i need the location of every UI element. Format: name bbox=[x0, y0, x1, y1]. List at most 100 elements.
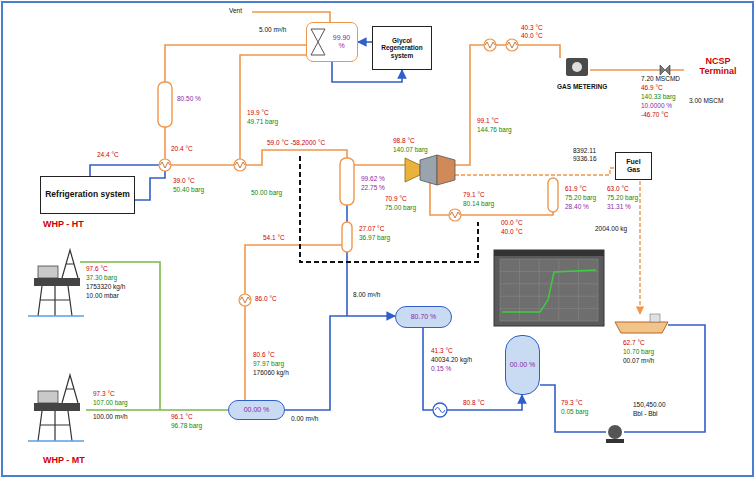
grid-line bbox=[500, 321, 598, 322]
grid-line bbox=[500, 259, 501, 321]
flow-value: 00.07 m³/h bbox=[622, 358, 655, 365]
pressure-value: 75.20 barg bbox=[606, 195, 639, 202]
terminal-name: NCSP Terminal bbox=[686, 56, 750, 77]
heater-symbol bbox=[435, 408, 445, 413]
pressure-value: 50.40 barg bbox=[172, 187, 205, 194]
temperature-value: 80.6 °C bbox=[252, 352, 276, 359]
temperature-value: 27.07 °C bbox=[358, 226, 385, 233]
pressure-value: 75.00 barg bbox=[384, 205, 417, 212]
temperature-value: 86.0 °C bbox=[254, 296, 278, 303]
stabiliser-column: 00.00 % bbox=[505, 335, 540, 395]
temperature-value: 79.1 °C bbox=[462, 192, 486, 199]
pressure-value: 140.07 barg bbox=[392, 147, 429, 154]
percentage-value: 10.0000 % bbox=[640, 103, 673, 110]
heater bbox=[433, 403, 447, 417]
node-text: Refrigeration system bbox=[45, 190, 130, 199]
temperature-value: 70.9 °C bbox=[384, 196, 408, 203]
flow-value: 7.20 MSCMD bbox=[640, 76, 681, 83]
compressor-driver bbox=[405, 158, 420, 182]
refrigeration-box: Refrigeration system bbox=[40, 176, 135, 214]
gas-meter-dial bbox=[572, 62, 582, 72]
node-text: 00.00 % bbox=[244, 406, 270, 414]
flow-value: 150,450.00 bbox=[632, 402, 667, 409]
heat-exchanger bbox=[449, 209, 461, 221]
temperature-value: 54.1 °C bbox=[262, 235, 286, 242]
pressure-value: 144.76 barg bbox=[476, 127, 513, 134]
platform-module bbox=[38, 391, 58, 403]
exchanger-symbol bbox=[160, 42, 517, 303]
grid-line bbox=[558, 259, 559, 321]
flow-value: 176060 kg/h bbox=[252, 370, 290, 377]
temperature-value: 59.0 °C -58.2000 °C bbox=[266, 140, 326, 147]
fuel-gas-line bbox=[639, 181, 640, 314]
pressure-value: 0.05 barg bbox=[560, 409, 589, 416]
pipe-connector bbox=[285, 316, 395, 410]
temperature-value: 98.8 °C bbox=[392, 138, 416, 145]
compressor-stage bbox=[437, 155, 455, 185]
scrubber-vessel bbox=[158, 82, 172, 127]
temperature-value: 97.3 °C bbox=[92, 391, 116, 398]
flow-value: Bbl - Bbl bbox=[632, 411, 659, 418]
trend-grid bbox=[500, 259, 598, 321]
pressure-value: 96.78 barg bbox=[170, 423, 203, 430]
regeneration-box: Glycol Regeneration system bbox=[372, 26, 432, 70]
heat-exchanger bbox=[506, 39, 518, 51]
pressure-value: 37.30 barg bbox=[85, 275, 118, 282]
contactor-packing bbox=[309, 27, 327, 57]
horizontal-vessel: 80.70 % bbox=[395, 306, 452, 328]
trend-panel bbox=[494, 250, 604, 326]
tanker-bridge bbox=[650, 314, 660, 322]
percentage-value: 28.40 % bbox=[564, 204, 590, 211]
pressure-value: 50.00 barg bbox=[250, 190, 283, 197]
node-text: Glycol Regeneration system bbox=[376, 37, 428, 58]
pressure-value: 49.71 barg bbox=[246, 119, 279, 126]
flow-value: 100.00 m³/h bbox=[92, 414, 129, 421]
pressure-value: 75.20 barg bbox=[564, 195, 597, 202]
compressor-stage bbox=[420, 155, 437, 185]
grid-line bbox=[578, 259, 579, 321]
temperature-value: 41.3 °C bbox=[430, 348, 454, 355]
temperature-value: 99.1 °C bbox=[476, 118, 500, 125]
temperature-value: 24.4 °C bbox=[96, 152, 120, 159]
flow-value: 40034.20 kg/h bbox=[430, 357, 473, 364]
equipment-label: GAS METERING bbox=[556, 84, 608, 91]
pipe-connector bbox=[358, 41, 372, 43]
flow-value: 1753320 kg/h bbox=[85, 284, 126, 291]
temperature-value: 39.0 °C bbox=[172, 178, 196, 185]
grid-line bbox=[500, 308, 598, 309]
grid-line bbox=[500, 259, 598, 260]
temperature-value: -46.70 °C bbox=[640, 112, 670, 119]
node-text: 00.00 % bbox=[510, 361, 536, 369]
temperature-value: 00.0 °C bbox=[500, 220, 524, 227]
percentage-value: 22.75 % bbox=[360, 185, 386, 192]
packing-cross bbox=[311, 29, 325, 55]
temperature-value: 40.0 °C bbox=[500, 229, 524, 236]
flow-value: 8392.11 bbox=[572, 148, 597, 155]
trend-line bbox=[502, 270, 596, 312]
gas-meter bbox=[566, 58, 588, 76]
percentage-value: 99.62 % bbox=[360, 176, 386, 183]
heat-exchanger bbox=[484, 39, 496, 51]
well-flowline bbox=[80, 262, 228, 410]
flow-value: 5.00 m³/h bbox=[258, 27, 287, 34]
node-text: 80.70 % bbox=[411, 313, 437, 321]
grid-line bbox=[500, 283, 598, 284]
temperature-value: 46.9 °C bbox=[640, 85, 664, 92]
platform-jacket bbox=[38, 411, 72, 441]
temperature-value: 62.7 °C bbox=[622, 340, 646, 347]
percentage-value: 80.50 % bbox=[176, 96, 202, 103]
platform-derrick bbox=[62, 250, 78, 278]
liquid-pipe bbox=[90, 165, 705, 432]
pressure-value: 97.97 barg bbox=[252, 361, 285, 368]
storage-tanker bbox=[615, 322, 668, 333]
pressure-value: 107.00 barg bbox=[92, 400, 129, 407]
trend-plot bbox=[500, 259, 598, 321]
temperature-value: 96.1 °C bbox=[170, 414, 194, 421]
heat-exchanger bbox=[239, 294, 251, 306]
valve bbox=[660, 65, 670, 75]
node-text: 99.90 % bbox=[329, 34, 354, 49]
platform-name: WHP - MT bbox=[42, 456, 86, 465]
node-text: Fuel Gas bbox=[619, 158, 648, 173]
platform-deck bbox=[34, 278, 80, 286]
